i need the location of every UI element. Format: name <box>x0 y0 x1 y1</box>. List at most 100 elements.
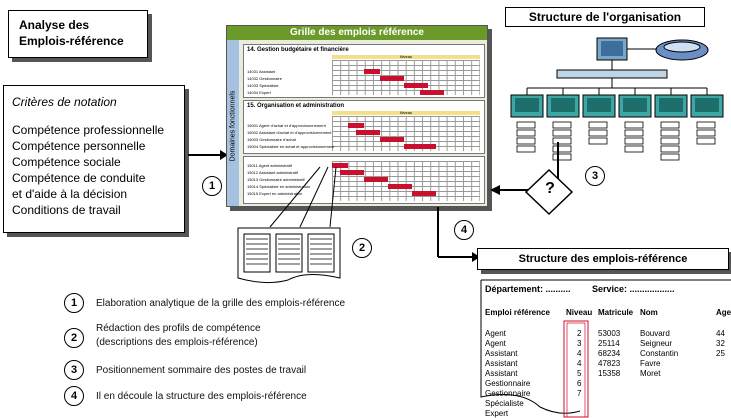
header-age: Age <box>716 308 731 317</box>
row-emploi: Assistant <box>485 359 518 368</box>
row-emploi: Gestionnaire <box>485 379 531 388</box>
row-label: 15003 Gestionnaire d'achat <box>247 137 296 142</box>
step-4-number: 4 <box>64 386 84 406</box>
row-label: 14034 Expert <box>247 90 271 95</box>
criteria-heading: Critères de notation <box>12 95 117 109</box>
row-emploi: Spécialiste <box>485 399 524 408</box>
row-label: 15011 Agent administratif <box>247 163 292 168</box>
criteria-item: Compétence de conduite <box>12 171 146 185</box>
analysis-line2: Emplois-référence <box>19 34 124 48</box>
level-mark <box>404 83 428 88</box>
structure-title: Structure des emplois-référence <box>477 248 729 270</box>
row-label: 15002 Assistant d'achat et d'approvision… <box>247 130 332 135</box>
callout-4: 4 <box>454 220 474 240</box>
row-niveau: 3 <box>577 339 582 348</box>
grid-side-bar: Domaines fonctionnels <box>227 40 239 206</box>
step-2-number: 2 <box>64 328 84 348</box>
callout-1: 1 <box>202 176 222 196</box>
row-nom: Moret <box>640 369 661 378</box>
header-matricule: Matricule <box>598 308 634 317</box>
criteria-item: Compétence personnelle <box>12 139 146 153</box>
arrow-down-right-icon <box>437 207 480 262</box>
niveau-band: Niveau <box>332 111 480 115</box>
row-matricule: 25114 <box>598 339 620 348</box>
row-nom: Bouvard <box>640 329 670 338</box>
structure-table: Département: .......... Service: .......… <box>480 279 731 418</box>
level-mark <box>332 163 348 168</box>
question-diamond-icon <box>524 168 574 216</box>
row-emploi: Assistant <box>485 369 518 378</box>
level-mark <box>412 191 436 196</box>
row-matricule: 47823 <box>598 359 621 368</box>
grid-side-label: Domaines fonctionnels <box>229 90 237 162</box>
arrow-right-icon <box>188 150 228 160</box>
criteria-item: et d'aide à la décision <box>12 187 128 201</box>
row-label: 15012 Assistant administratif <box>247 170 298 175</box>
row-niveau: 4 <box>577 359 582 368</box>
step-1-number: 1 <box>64 293 84 313</box>
level-mark <box>340 170 364 175</box>
row-label: 15001 Agent d'achat et d'approvisionneme… <box>247 123 326 128</box>
row-age: 44 <box>716 329 725 338</box>
row-niveau: 4 <box>577 349 582 358</box>
row-niveau: 7 <box>577 389 582 398</box>
row-label: 15004 Spécialiste en achat et approvisio… <box>247 144 335 149</box>
row-matricule: 53003 <box>598 329 621 338</box>
row-niveau: 2 <box>577 329 582 338</box>
row-emploi: Gestionnaire <box>485 389 531 398</box>
step-2-text: Rédaction des profils de compétence <box>96 323 261 334</box>
criteria-item: Conditions de travail <box>12 203 121 217</box>
header-niveau: Niveau <box>566 308 593 317</box>
question-mark: ? <box>545 180 555 197</box>
row-label: 15014 Spécialiste en administration <box>247 184 311 189</box>
row-matricule: 68234 <box>598 349 621 358</box>
row-nom: Favre <box>640 359 661 368</box>
service-label: Service: .................. <box>592 284 675 294</box>
row-nom: Constantin <box>640 349 679 358</box>
criteria-item: Compétence sociale <box>12 155 121 169</box>
row-nom: Seigneur <box>640 339 673 348</box>
row-emploi: Agent <box>485 329 506 338</box>
row-label: 14032 Gestionnaire <box>247 76 282 81</box>
row-emploi: Expert <box>485 409 509 418</box>
row-label: 14033 Spécialiste <box>247 83 279 88</box>
header-nom: Nom <box>640 308 658 317</box>
org-title: Structure de l'organisation <box>505 7 705 27</box>
row-niveau: 5 <box>577 369 582 378</box>
criteria-item: Compétence professionnelle <box>12 123 165 137</box>
grid-section-14: 14. Gestion budgétaire et financière Niv… <box>243 44 485 98</box>
step-4-text: Il en découle la structure des emplois-r… <box>96 391 307 402</box>
level-mark <box>420 90 444 95</box>
row-label: 15015 Expert en administration <box>247 191 303 196</box>
level-mark <box>348 123 364 128</box>
grid-title: Grille des emplois référence <box>227 26 487 40</box>
row-age: 32 <box>716 339 725 348</box>
step-2-text-line2: (descriptions des emplois-référence) <box>96 337 258 348</box>
level-mark <box>380 137 404 142</box>
row-label: 15013 Gestionnaire administratif <box>247 177 305 182</box>
row-matricule: 15358 <box>598 369 621 378</box>
step-3-number: 3 <box>64 360 84 380</box>
connector-lines <box>269 166 337 228</box>
document-stack-icon <box>237 227 341 284</box>
callout-3: 3 <box>585 166 605 186</box>
level-mark <box>356 130 380 135</box>
level-cells <box>332 161 480 201</box>
section-title: 15. Organisation et administration <box>247 103 345 109</box>
level-cells <box>332 60 480 95</box>
row-age: 25 <box>716 349 725 358</box>
callout-2: 2 <box>352 238 372 258</box>
row-emploi: Assistant <box>485 349 518 358</box>
org-chart <box>510 37 724 161</box>
grid-section-15: 15. Organisation et administration Nivea… <box>243 100 485 154</box>
level-mark <box>364 69 380 74</box>
row-niveau: 6 <box>577 379 582 388</box>
section-title: 14. Gestion budgétaire et financière <box>247 47 349 53</box>
row-label: 14031 Assistant <box>247 69 276 74</box>
step-1-text: Elaboration analytique de la grille des … <box>96 298 346 309</box>
step-3-text: Positionnement sommaire des postes de tr… <box>96 365 307 376</box>
criteria-box: Critères de notation Compétence professi… <box>3 85 185 233</box>
analysis-line1: Analyse des <box>19 18 90 32</box>
table-frame <box>480 279 731 418</box>
level-mark <box>404 144 436 149</box>
